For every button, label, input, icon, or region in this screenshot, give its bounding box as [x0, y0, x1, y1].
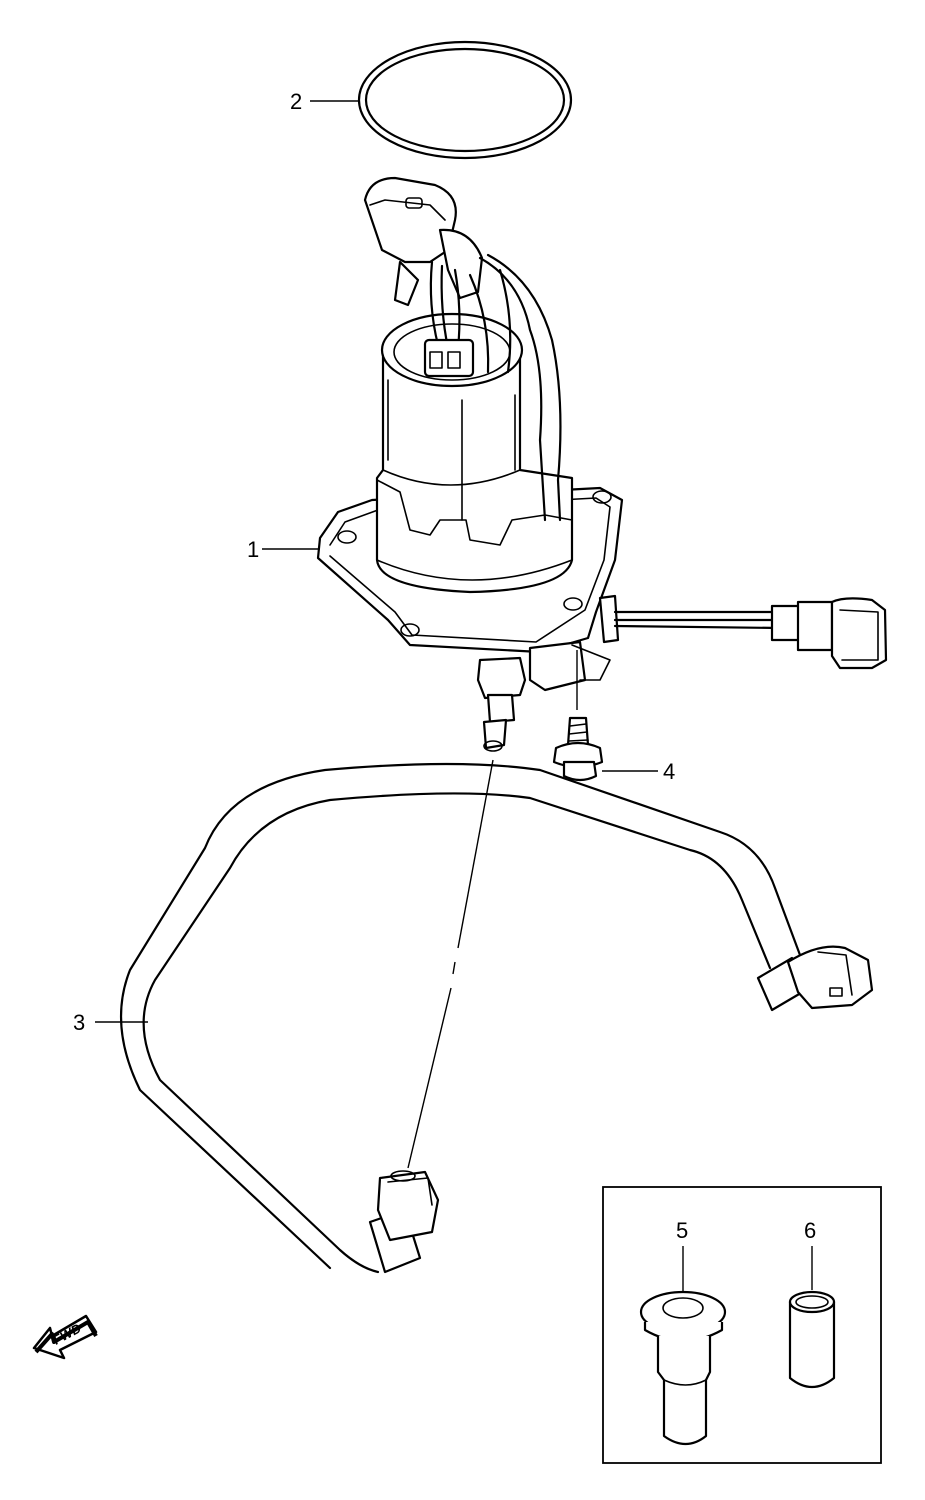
cap-part-6	[788, 1290, 836, 1389]
fuel-hose-part	[119, 762, 874, 1274]
callout-1: 1	[247, 537, 259, 562]
callout-2: 2	[290, 89, 302, 114]
fwd-arrow-icon: FWD	[32, 1314, 98, 1360]
callout-4: 4	[663, 759, 675, 784]
callout-3: 3	[73, 1010, 85, 1035]
bolt-part	[552, 716, 604, 782]
grommet-part-5	[639, 1290, 727, 1446]
inset-parts-box	[602, 1186, 882, 1464]
callout-5: 5	[676, 1218, 688, 1243]
hose-alignment-line	[407, 759, 494, 1169]
callout-6: 6	[804, 1218, 816, 1243]
fuel-pump-assembly	[316, 176, 888, 752]
o-ring-part	[357, 40, 573, 160]
